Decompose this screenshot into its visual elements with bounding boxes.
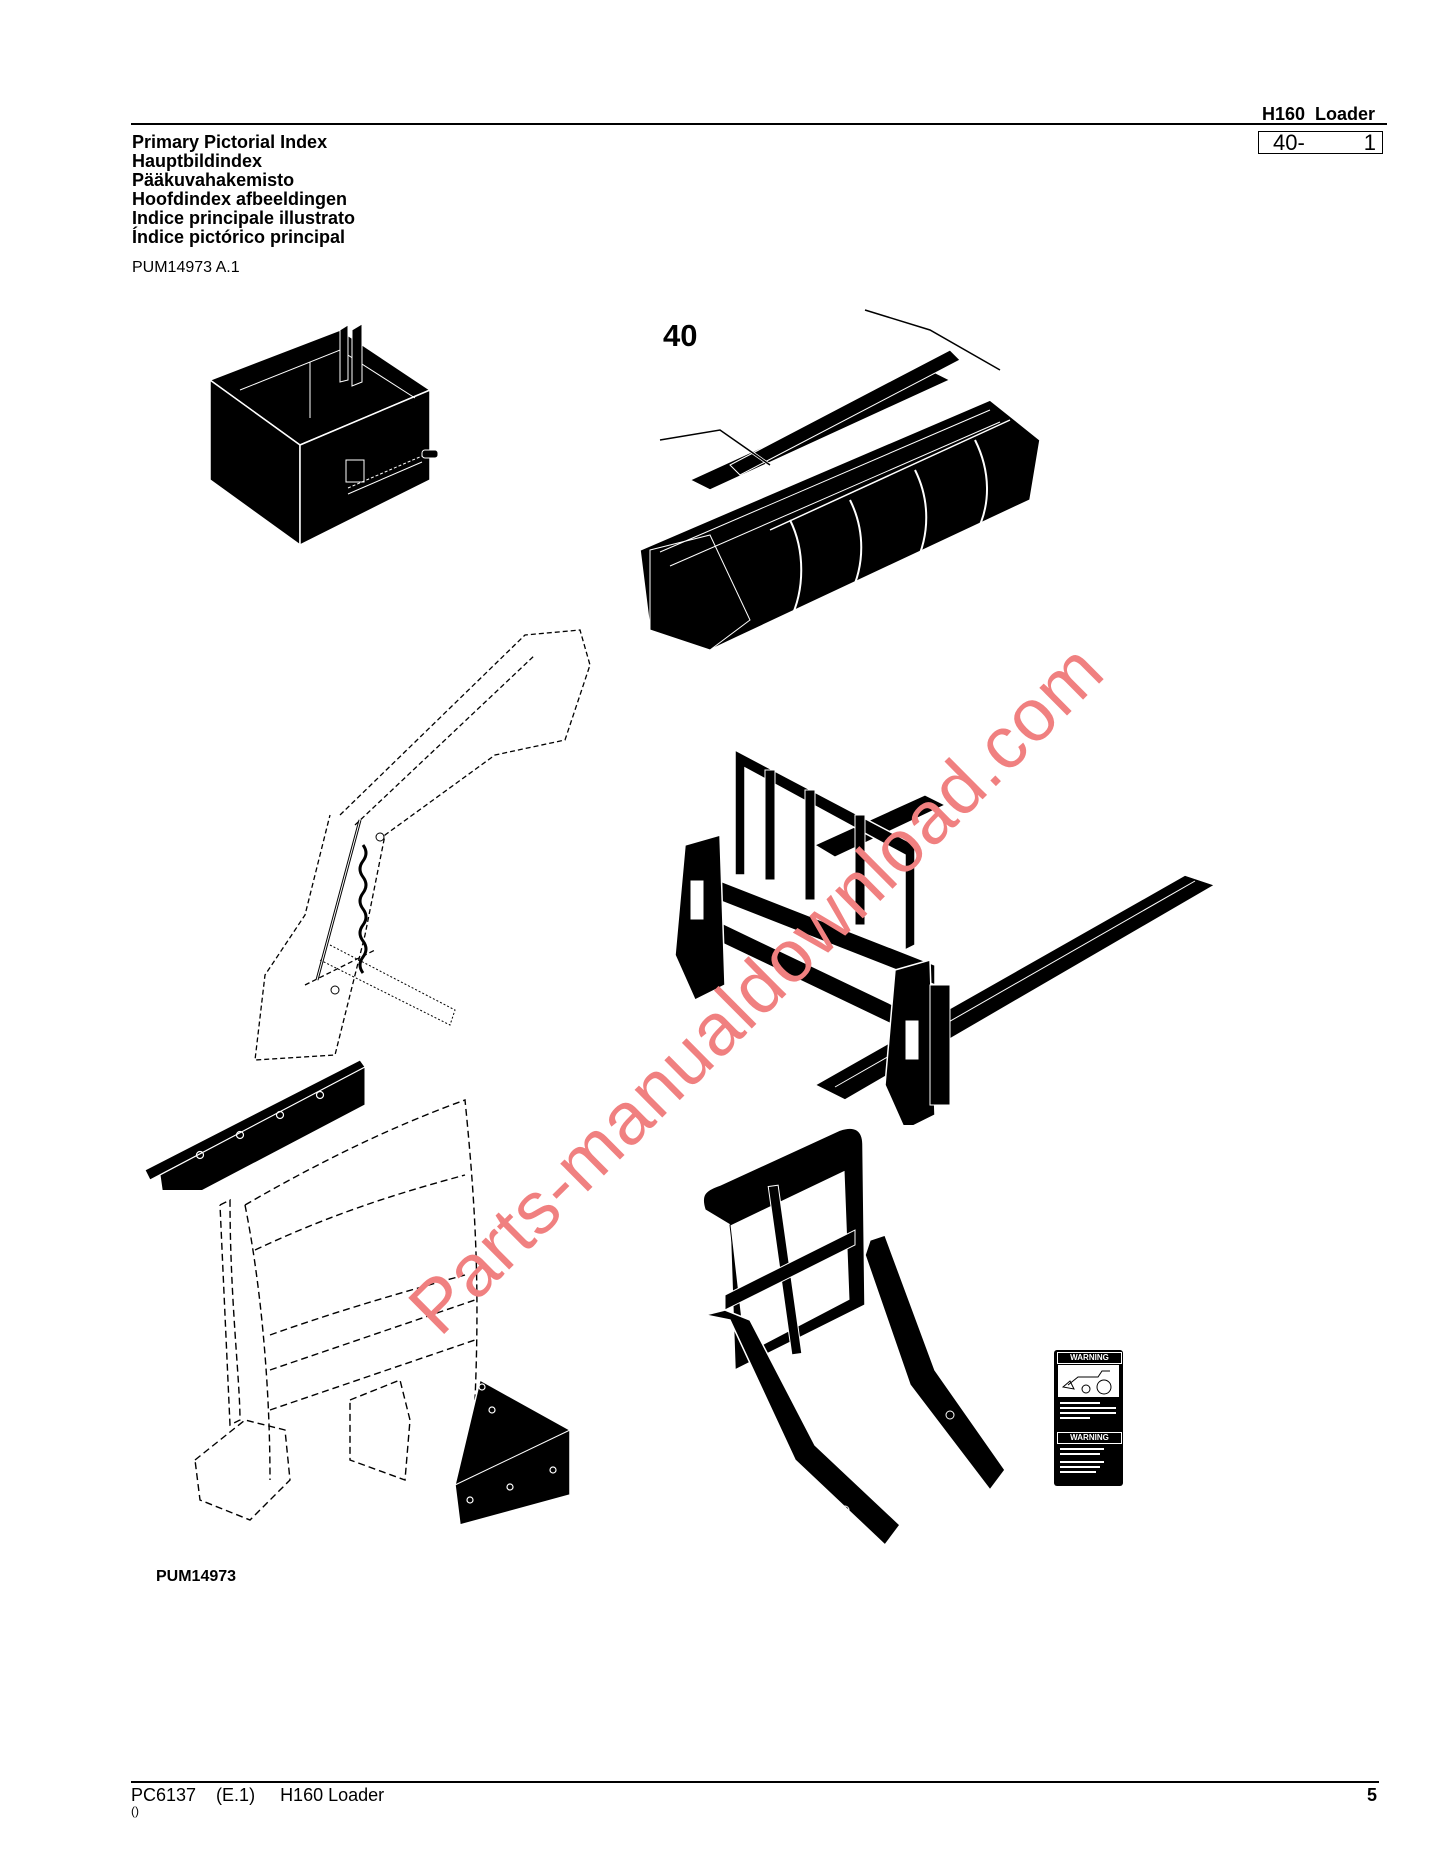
footer-doc-info: PC6137 (E.1) H160 Loader xyxy=(131,1785,385,1805)
title-finnish: Pääkuvahakemisto xyxy=(132,170,295,190)
title-english: Primary Pictorial Index xyxy=(132,132,328,152)
title-italian: Indice principale illustrato xyxy=(132,208,356,228)
reference-code: PUM14973 A.1 xyxy=(132,259,240,276)
warning-text-lines-2 xyxy=(1060,1448,1116,1476)
ballast-box-icon[interactable] xyxy=(200,310,440,550)
angle-bar-icon[interactable] xyxy=(140,1055,370,1190)
parking-stand-icon[interactable] xyxy=(685,1115,1025,1555)
warning-header-2: WARNING xyxy=(1057,1432,1122,1444)
mounting-frame-icon[interactable] xyxy=(170,1080,510,1540)
warning-header-1: WARNING xyxy=(1057,1352,1122,1364)
header-rule xyxy=(131,123,1387,125)
warning-text-lines xyxy=(1060,1402,1116,1422)
header-title: H160 Loader xyxy=(1262,104,1376,124)
figure-label: PUM14973 xyxy=(156,1568,237,1585)
warning-pictogram xyxy=(1058,1365,1119,1397)
grapple-bucket-icon[interactable] xyxy=(630,290,1050,660)
footer-sub: () xyxy=(131,1804,139,1818)
page-title-block: Primary Pictorial Index Hauptbildindex P… xyxy=(132,133,355,247)
title-dutch: Hoofdindex afbeeldingen xyxy=(132,189,348,209)
page-number: 5 xyxy=(1367,1785,1378,1805)
section-page: 1 xyxy=(1363,130,1376,155)
pallet-fork-icon[interactable] xyxy=(665,735,1225,1125)
title-german: Hauptbildindex xyxy=(132,151,262,171)
footer-rule xyxy=(131,1781,1379,1783)
page-number-box: 40- 1 xyxy=(1258,131,1383,154)
loader-boom-icon[interactable] xyxy=(245,615,605,1075)
section-number: 40- xyxy=(1273,130,1305,155)
group-label[interactable]: 40 xyxy=(663,318,698,353)
title-spanish: Índice pictórico principal xyxy=(132,227,346,247)
triangle-plate-icon[interactable] xyxy=(445,1375,575,1525)
warning-decal-icon[interactable]: WARNING WARNING xyxy=(1054,1350,1123,1486)
